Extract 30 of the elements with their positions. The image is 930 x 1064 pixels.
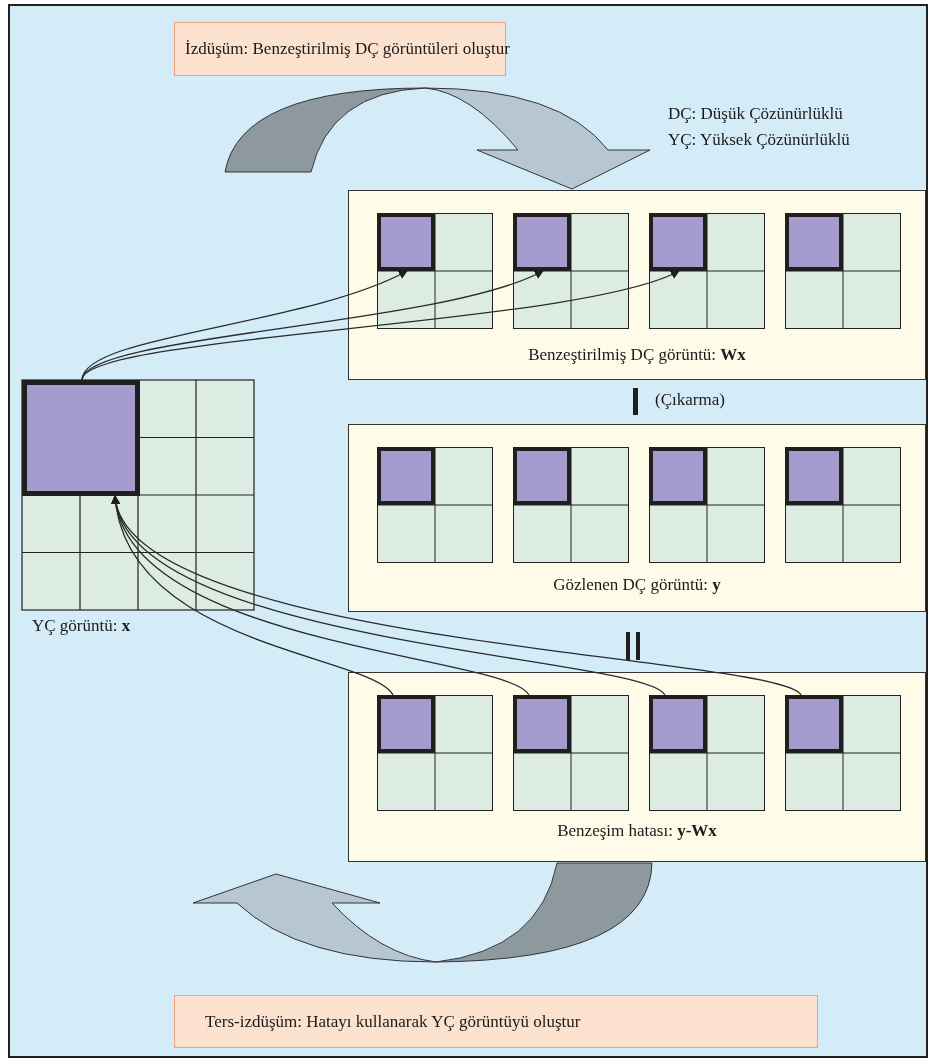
highlighted-pixel (649, 695, 707, 753)
highlighted-pixel (513, 213, 571, 271)
highlighted-pixel (513, 447, 571, 505)
image-panel (348, 190, 926, 380)
step-text: Ters-izdüşüm: Hatayı kullanarak YÇ görüntüyü oluştur (205, 1011, 581, 1032)
image-caption: YÇ görüntü: x (32, 616, 131, 636)
highlighted-pixel (513, 695, 571, 753)
highlighted-pixel (649, 447, 707, 505)
curved-block-arrow (192, 862, 653, 963)
abbreviation-note: DÇ: Düşük Çözünürlüklü (668, 104, 843, 124)
image-panel (348, 424, 926, 612)
highlighted-pixel (785, 447, 843, 505)
step-text: İzdüşüm: Benzeştirilmiş DÇ görüntüleri oluştur (185, 39, 510, 59)
highlighted-pixel (22, 380, 140, 496)
highlighted-pixel (377, 447, 435, 505)
highlighted-pixel (649, 213, 707, 271)
panel-caption: Gözlenen DÇ görüntü: y (552, 575, 722, 595)
highlighted-pixel (785, 213, 843, 271)
operation-label: (Çıkarma) (655, 390, 725, 410)
image-panel (348, 672, 926, 862)
step-box (174, 995, 818, 1048)
curved-arrow (114, 495, 802, 696)
panel-caption: Benzeştirilmiş DÇ görüntü: Wx (527, 345, 747, 365)
panel-caption: Benzeşim hatası: y-Wx (556, 821, 718, 841)
abbreviation-note: YÇ: Yüksek Çözünürlüklü (668, 130, 850, 150)
highlighted-pixel (785, 695, 843, 753)
curved-arrow (81, 269, 680, 381)
curved-block-arrow (224, 87, 651, 190)
highlighted-pixel (377, 695, 435, 753)
highlighted-pixel (377, 213, 435, 271)
